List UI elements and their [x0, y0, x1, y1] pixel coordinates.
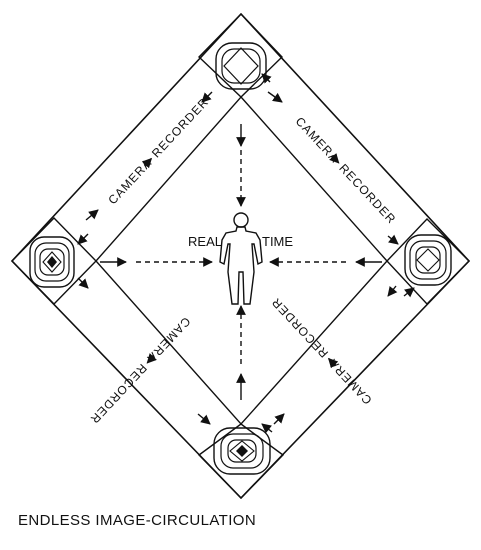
recorder-label: RECORDER: [149, 95, 212, 161]
outer-diamond: [10, 12, 471, 500]
right-monitor: [386, 217, 470, 306]
side-label-bottom-left: CAMERA RECORDER: [87, 314, 193, 426]
left-monitor: [11, 216, 97, 306]
diagram-caption: ENDLESS IMAGE-CIRCULATION: [18, 512, 257, 529]
recorder-label: RECORDER: [268, 295, 331, 361]
corner-arrows: [77, 73, 415, 434]
side-label-top-right: CAMERA RECORDER: [293, 114, 399, 226]
recorder-label: RECORDER: [336, 161, 399, 227]
time-label: TIME: [262, 234, 293, 249]
inward-arrows: [100, 124, 382, 400]
top-monitor: [198, 12, 283, 98]
human-figure-icon: [219, 212, 263, 305]
real-label: REAL: [188, 234, 222, 249]
side-label-bottom-right: CAMERA RECORDER: [268, 295, 374, 407]
bottom-monitor: [197, 423, 285, 500]
